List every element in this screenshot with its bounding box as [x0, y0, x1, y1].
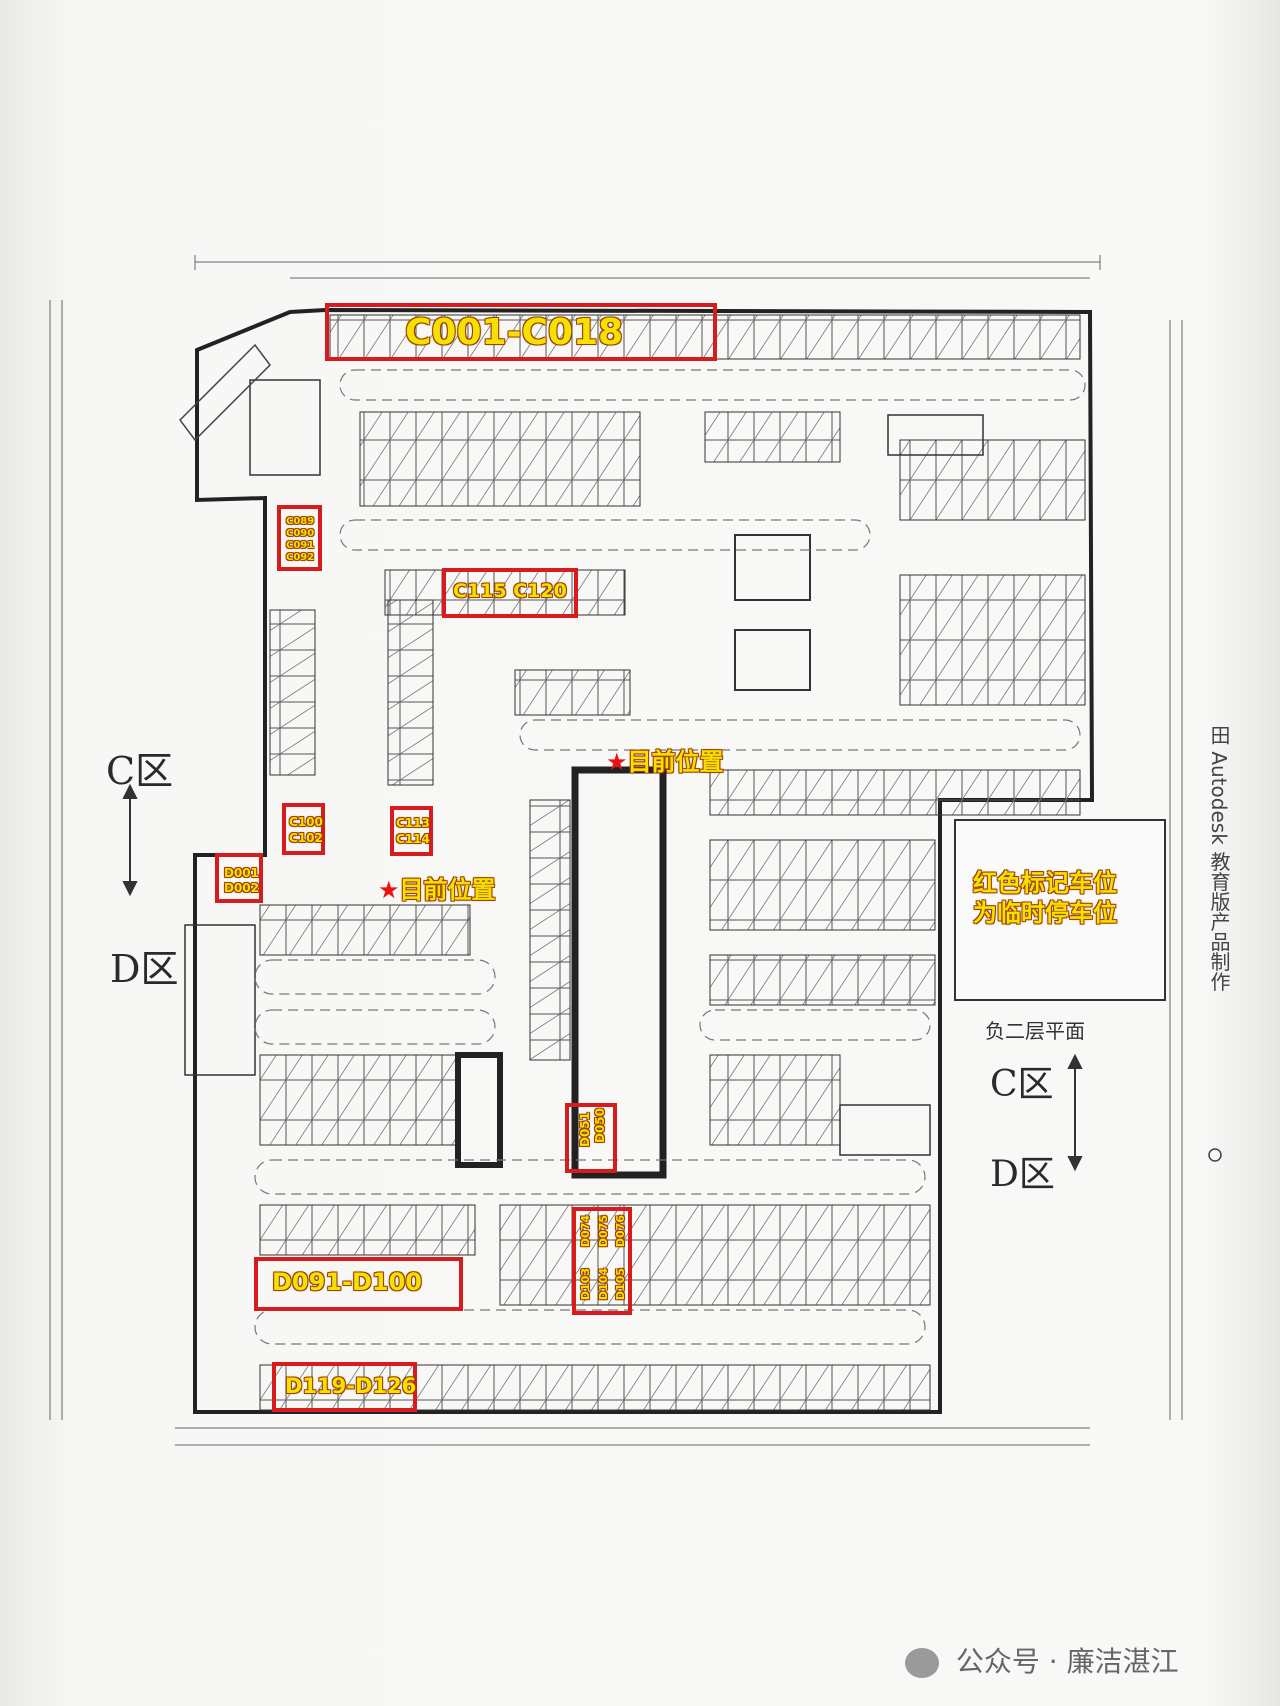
- label-d074: D074: [579, 1215, 592, 1248]
- building-outline: [193, 307, 1095, 1414]
- label-c091: C091: [286, 540, 315, 551]
- label-d075: D075: [597, 1215, 610, 1248]
- watermark: 公众号 · 廉洁湛江: [905, 1640, 1179, 1680]
- stall-range-box-c115-c120: [442, 568, 578, 618]
- zone-label-d-left: D区: [110, 947, 179, 991]
- current-position-marker-lower: ★目前位置: [378, 870, 496, 905]
- label-c089: C089: [286, 516, 315, 527]
- stall-range-box-d119-d126: [272, 1362, 417, 1412]
- note-line-2: 为临时停车位: [973, 899, 1117, 927]
- label-c092: C092: [286, 552, 315, 563]
- note-line-1: 红色标记车位: [973, 869, 1117, 897]
- watermark-text: 公众号 · 廉洁湛江: [955, 1645, 1179, 1678]
- current-position-label: 目前位置: [627, 748, 724, 776]
- floor-title: 负二层平面: [985, 1019, 1085, 1043]
- star-icon: ★: [606, 748, 628, 776]
- stall-range-box-c113-c114: [390, 806, 433, 856]
- label-d050: D050: [593, 1108, 607, 1144]
- zone-label-c-right: C区: [990, 1064, 1054, 1105]
- stall-range-box-d050-d051: [565, 1103, 617, 1173]
- zone-label-d-right: D区: [990, 1154, 1055, 1195]
- label-d001: D001: [224, 866, 260, 880]
- star-icon: ★: [378, 876, 400, 904]
- label-d076: D076: [614, 1215, 627, 1248]
- wechat-icon: [905, 1648, 939, 1678]
- label-c100: C100: [289, 815, 323, 829]
- label-d103: D103: [579, 1268, 592, 1301]
- label-d119-d126: D119-D126: [285, 1374, 417, 1398]
- current-position-marker-upper: ★目前位置: [606, 742, 724, 777]
- label-d105: D105: [614, 1268, 627, 1301]
- stall-range-box-d091-d100: [254, 1257, 463, 1311]
- label-d104: D104: [597, 1268, 610, 1301]
- label-c090: C090: [286, 528, 315, 539]
- dimension-lines: [49, 255, 1183, 1446]
- label-c114: C114: [396, 832, 430, 846]
- stall-range-box-c100-c102: [282, 803, 325, 855]
- stall-range-box-d074-d105: [572, 1207, 632, 1315]
- autodesk-margin-text: 田 Autodesk 教育版产品制作: [1207, 725, 1231, 992]
- stall-range-box-d001-d002: [215, 853, 263, 903]
- stall-range-box-c001-c018: [325, 303, 717, 361]
- current-position-label: 目前位置: [399, 876, 496, 904]
- zone-label-c-left: C区: [106, 749, 174, 793]
- label-c001-c018: C001-C018: [405, 312, 624, 353]
- label-c115-c120: C115 C120: [453, 580, 567, 602]
- label-c102: C102: [289, 831, 323, 845]
- label-d051: D051: [578, 1112, 592, 1148]
- label-c113: C113: [396, 816, 430, 830]
- label-d091-d100: D091-D100: [272, 1268, 422, 1296]
- label-d002: D002: [224, 881, 260, 895]
- stall-range-box-c089-c092: [277, 505, 322, 571]
